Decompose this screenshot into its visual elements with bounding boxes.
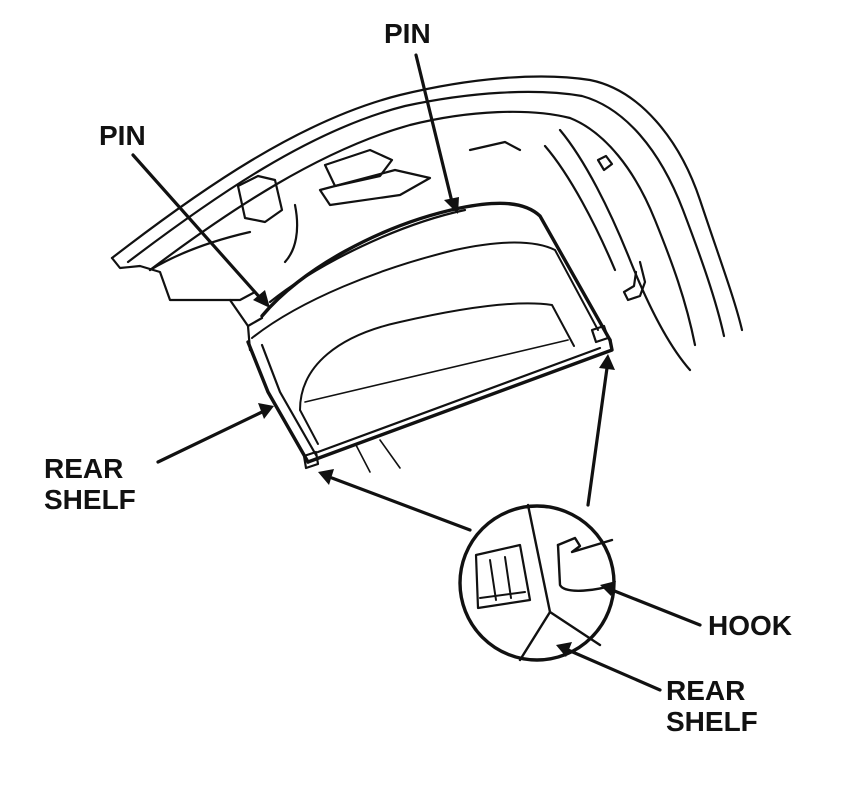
hook-label: HOOK — [708, 610, 792, 641]
rear-shelf-part — [246, 201, 614, 473]
vehicle-body-outline — [110, 75, 744, 372]
rear-shelf-left-label: REAR SHELF — [44, 453, 136, 515]
leader-arrows — [131, 53, 702, 692]
rear-shelf-right-label: REAR SHELF — [666, 675, 758, 737]
pin-top-label: PIN — [384, 18, 431, 49]
detail-magnifier — [458, 503, 616, 662]
pin-left-label: PIN — [99, 120, 146, 151]
